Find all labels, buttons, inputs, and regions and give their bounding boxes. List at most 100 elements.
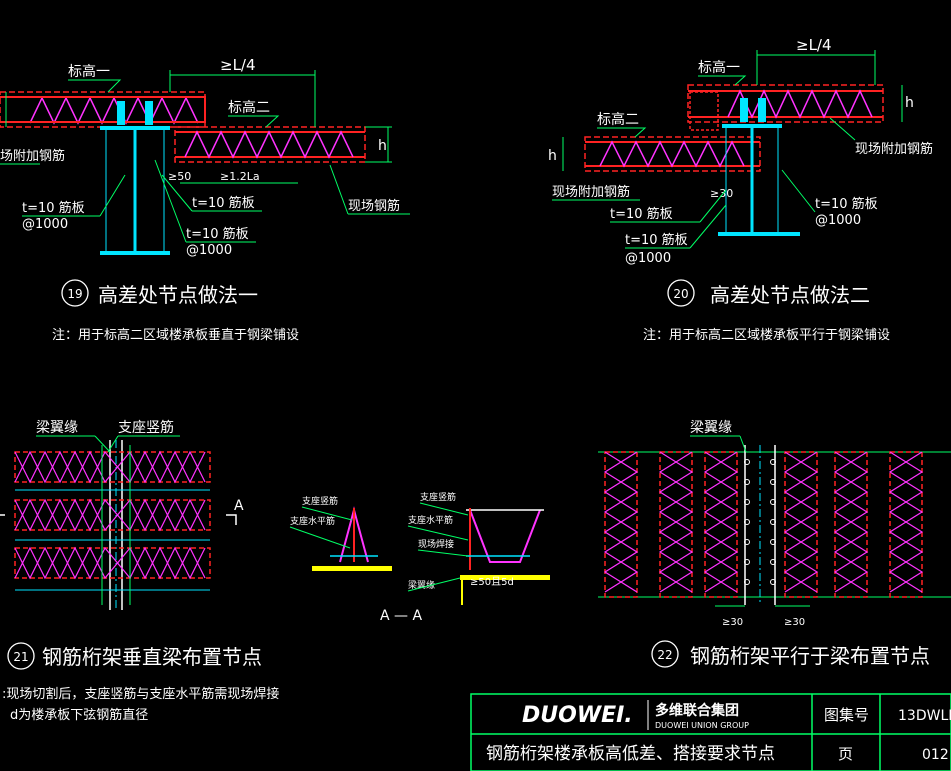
d21-row-2: [14, 499, 211, 531]
d19-rib3-spacing: @1000: [186, 243, 232, 258]
d21-label-flange-diag: [94, 435, 111, 453]
d22-truss-columns: [603, 451, 924, 598]
d21-section-mark: A: [234, 498, 244, 514]
d20-rib2-diag: [699, 189, 727, 223]
page-number: 012: [922, 747, 949, 763]
d20-beam-bottom-flange: [718, 232, 800, 236]
d19-rib3-label: t=10 筋板: [186, 226, 249, 242]
d20-stud-2: [758, 98, 766, 122]
d22-col-4-diag2: [783, 451, 819, 593]
d22-col-6-diag2: [888, 451, 924, 593]
d20-rib1-diag: [781, 169, 816, 213]
d20-rib2-label: t=10 筋板: [610, 206, 673, 222]
d20-elev2-label: 标高二: [597, 111, 639, 128]
d21-sec-b-dim: ≥50且5d: [470, 576, 514, 588]
d19-rib3-diag: [154, 159, 187, 243]
d22-stud: [770, 559, 776, 565]
d22-col-3: [704, 451, 738, 598]
d21-sec-a-horiz-label: 支座水平筋: [290, 515, 335, 527]
detail-20: ≥L/4 h h ≥30 标高一 标高二 现场附加钢筋 现场附加钢筋 t=10 …: [548, 36, 933, 343]
d21-label-support: 支座竖筋: [118, 419, 174, 436]
d22-stud: [770, 579, 776, 585]
d19-truss-lower: [184, 130, 354, 159]
d19-dim-h-label: h: [378, 138, 387, 154]
company-name-en: DUOWEI UNION GROUP: [655, 721, 749, 730]
d19-rib1-diag: [99, 174, 126, 217]
d19-rib1-label: t=10 筋板: [22, 200, 85, 216]
d22-label-flange-diag: [739, 435, 747, 453]
d22-stud: [770, 459, 776, 465]
atlas-number: 13DWLB: [898, 708, 951, 724]
d20-note: 注：用于标高二区域楼承板平行于钢梁铺设: [643, 327, 890, 343]
d20-number: 20: [673, 287, 688, 301]
d20-rib1-spacing: @1000: [815, 213, 861, 228]
d19-rib1-spacing: @1000: [22, 217, 68, 232]
d20-dim-30: ≥30: [710, 187, 733, 200]
d21-number: 21: [13, 650, 28, 664]
d22-dim-right: ≥30: [784, 617, 805, 628]
d21-sec-b-horiz-label: 支座水平筋: [408, 514, 453, 526]
d19-truss-upper: [29, 96, 199, 125]
d19-number-circle: [61, 279, 89, 307]
d21-sec-b-weld-label: 现场焊接: [418, 538, 454, 550]
page-label: 页: [838, 745, 853, 763]
d21-note1: :现场切割后，支座竖筋与支座水平筋需现场焊接: [2, 686, 279, 702]
d19-rib2-diag: [161, 174, 193, 212]
d22-stud: [770, 479, 776, 485]
d22-col-2-diag2: [658, 451, 694, 593]
d21-title: 钢筋桁架垂直梁布置节点: [42, 645, 262, 669]
d20-elev2-leader: [597, 127, 647, 138]
atlas-label: 图集号: [824, 706, 869, 724]
d19-beam-top-flange: [100, 126, 170, 130]
d19-rebar-right-label: 现场钢筋: [348, 198, 400, 214]
d21-sec-a-vert-leader: [301, 506, 353, 521]
d19-rib2-label: t=10 筋板: [192, 195, 255, 211]
d21-label-support-diag: [107, 435, 119, 453]
d20-slab-upper-outline: [687, 84, 884, 123]
d19-dim-top-label: ≥L/4: [220, 56, 256, 74]
d21-sec-b-truss: [469, 509, 541, 563]
d19-title: 高差处节点做法一: [98, 283, 258, 307]
d20-rib1-label: t=10 筋板: [815, 196, 878, 212]
d21-section-b: 支座竖筋 支座水平筋 现场焊接 梁翼缘 ≥50且5d: [407, 491, 550, 605]
d22-stud: [770, 519, 776, 525]
d21-sec-b-flange: [460, 575, 550, 580]
d20-number-circle: [667, 279, 695, 307]
d20-rib3-label: t=10 筋板: [625, 232, 688, 248]
d19-elev2-label: 标高二: [228, 99, 270, 116]
d20-title: 高差处节点做法二: [710, 283, 870, 307]
d21-label-flange: 梁翼缘: [36, 420, 78, 436]
d22-stud: [744, 539, 750, 545]
d21-row-3-diag2: [14, 546, 206, 580]
d20-elev1-label: 标高一: [698, 59, 740, 76]
d20-rebar-right-leader: [829, 117, 856, 141]
d20-slab-lower-outline: [584, 136, 761, 172]
d20-beam-top-flange: [722, 124, 782, 128]
d20-upper-end-block: [689, 91, 719, 131]
d21-section-mark-line: [226, 514, 237, 525]
d22-number-circle: [651, 640, 679, 668]
d20-rib3-spacing: @1000: [625, 251, 671, 266]
d19-dim-12la: ≥1.2La: [220, 170, 260, 183]
d21-section-a: 支座竖筋 支座水平筋: [289, 495, 392, 571]
d21-sec-b-weld-leader: [417, 549, 469, 557]
d19-rebar-right-diag: [329, 164, 349, 215]
d21-sec-b-horiz-leader: [407, 525, 469, 541]
d21-row-2-diag: [14, 498, 206, 532]
d20-rebar-left-label: 现场附加钢筋: [552, 184, 630, 200]
d21-row-2-diag2: [14, 498, 206, 532]
d20-dim-top-label: ≥L/4: [796, 36, 832, 54]
d21-row-3-diag: [14, 546, 206, 580]
detail-19: ≥L/4 h ≥50 ≥1.2La 标高一 标高二 场附加钢筋 现场钢筋 t=1…: [0, 56, 410, 343]
d19-dim-50: ≥50: [168, 170, 191, 183]
d22-col-4: [784, 451, 818, 598]
company-name-cn: 多维联合集团: [655, 702, 739, 719]
d20-truss-lower: [599, 140, 745, 168]
title-block: DUOWEI. 多维联合集团 DUOWEI UNION GROUP 图集号 13…: [470, 693, 951, 771]
d22-stud: [770, 499, 776, 505]
d22-title: 钢筋桁架平行于梁布置节点: [690, 644, 930, 668]
detail-22: 梁翼缘 ≥30 ≥30 22 钢筋桁架平行于梁布置节点: [598, 420, 951, 668]
d22-label-flange: 梁翼缘: [690, 420, 732, 436]
d22-stud: [770, 539, 776, 545]
